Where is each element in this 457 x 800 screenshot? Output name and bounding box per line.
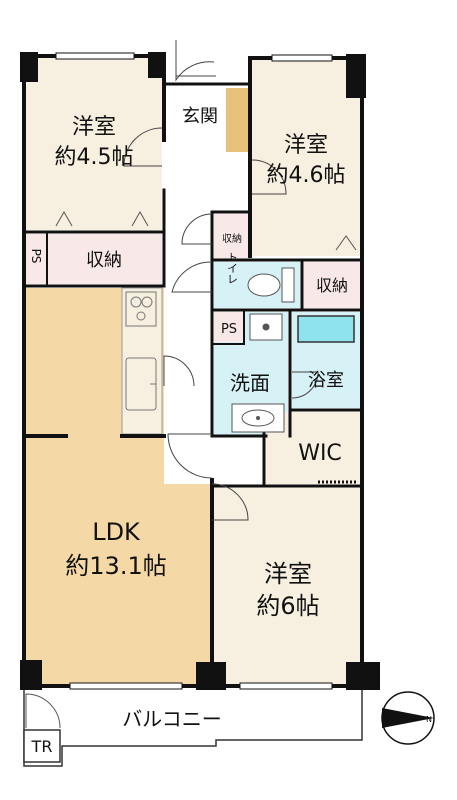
entrance-label: 玄関 [182, 106, 218, 127]
washer-pan-icon [249, 313, 283, 341]
ldk-size: 約13.1帖 [65, 552, 166, 580]
stove-icon [125, 291, 157, 327]
western-room-ne-size: 約4.6帖 [267, 163, 346, 188]
western-room-nw-floor [26, 58, 162, 230]
tr-label: TR [31, 737, 53, 756]
balcony-label: バルコニー [122, 707, 222, 731]
toilet-icon [247, 267, 295, 303]
tr-box [23, 729, 61, 763]
western-room-ne-label: 洋室 [284, 133, 328, 158]
compass-icon: N [381, 691, 435, 745]
storage-nw-label: 収納 [86, 250, 122, 271]
storage-ne-floor [304, 262, 360, 308]
corridor-floor [164, 84, 214, 484]
toilet-label: トイレ [226, 252, 239, 285]
ldk-label: LDK [92, 518, 141, 546]
bathroom-label: 浴室 [308, 370, 344, 391]
door-swing-icon [25, 693, 61, 729]
washroom-label: 洗面 [230, 371, 270, 395]
sink-icon [125, 357, 157, 411]
columns [20, 52, 380, 690]
western-room-se-size: 約6帖 [256, 592, 319, 620]
storage-nw-floor [48, 234, 162, 284]
ps-center-label: PS [221, 322, 237, 337]
storage-ne-label: 収納 [316, 276, 348, 295]
closet-marks [55, 210, 357, 251]
balcony [23, 690, 363, 767]
western-room-nw-label: 洋室 [72, 115, 116, 140]
entrance-step [226, 88, 248, 152]
western-room-se-label: 洋室 [264, 560, 312, 588]
western-room-se-floor [212, 486, 364, 684]
western-room-ne-floor [252, 60, 360, 256]
bathtub-icon [297, 315, 355, 343]
ps-center-floor [214, 312, 244, 342]
windows [55, 52, 333, 690]
storage-center-floor [214, 214, 250, 260]
walls [22, 54, 364, 688]
storage-center-label: 収納 [222, 232, 242, 245]
ps-left-label: PS [29, 249, 43, 264]
door-swings [123, 40, 319, 521]
ps-left-floor [26, 234, 46, 284]
svg-text:N: N [426, 715, 432, 724]
western-room-nw-size: 約4.5帖 [55, 145, 134, 170]
wic-label: WIC [298, 441, 342, 466]
washbasin-icon [231, 403, 285, 433]
